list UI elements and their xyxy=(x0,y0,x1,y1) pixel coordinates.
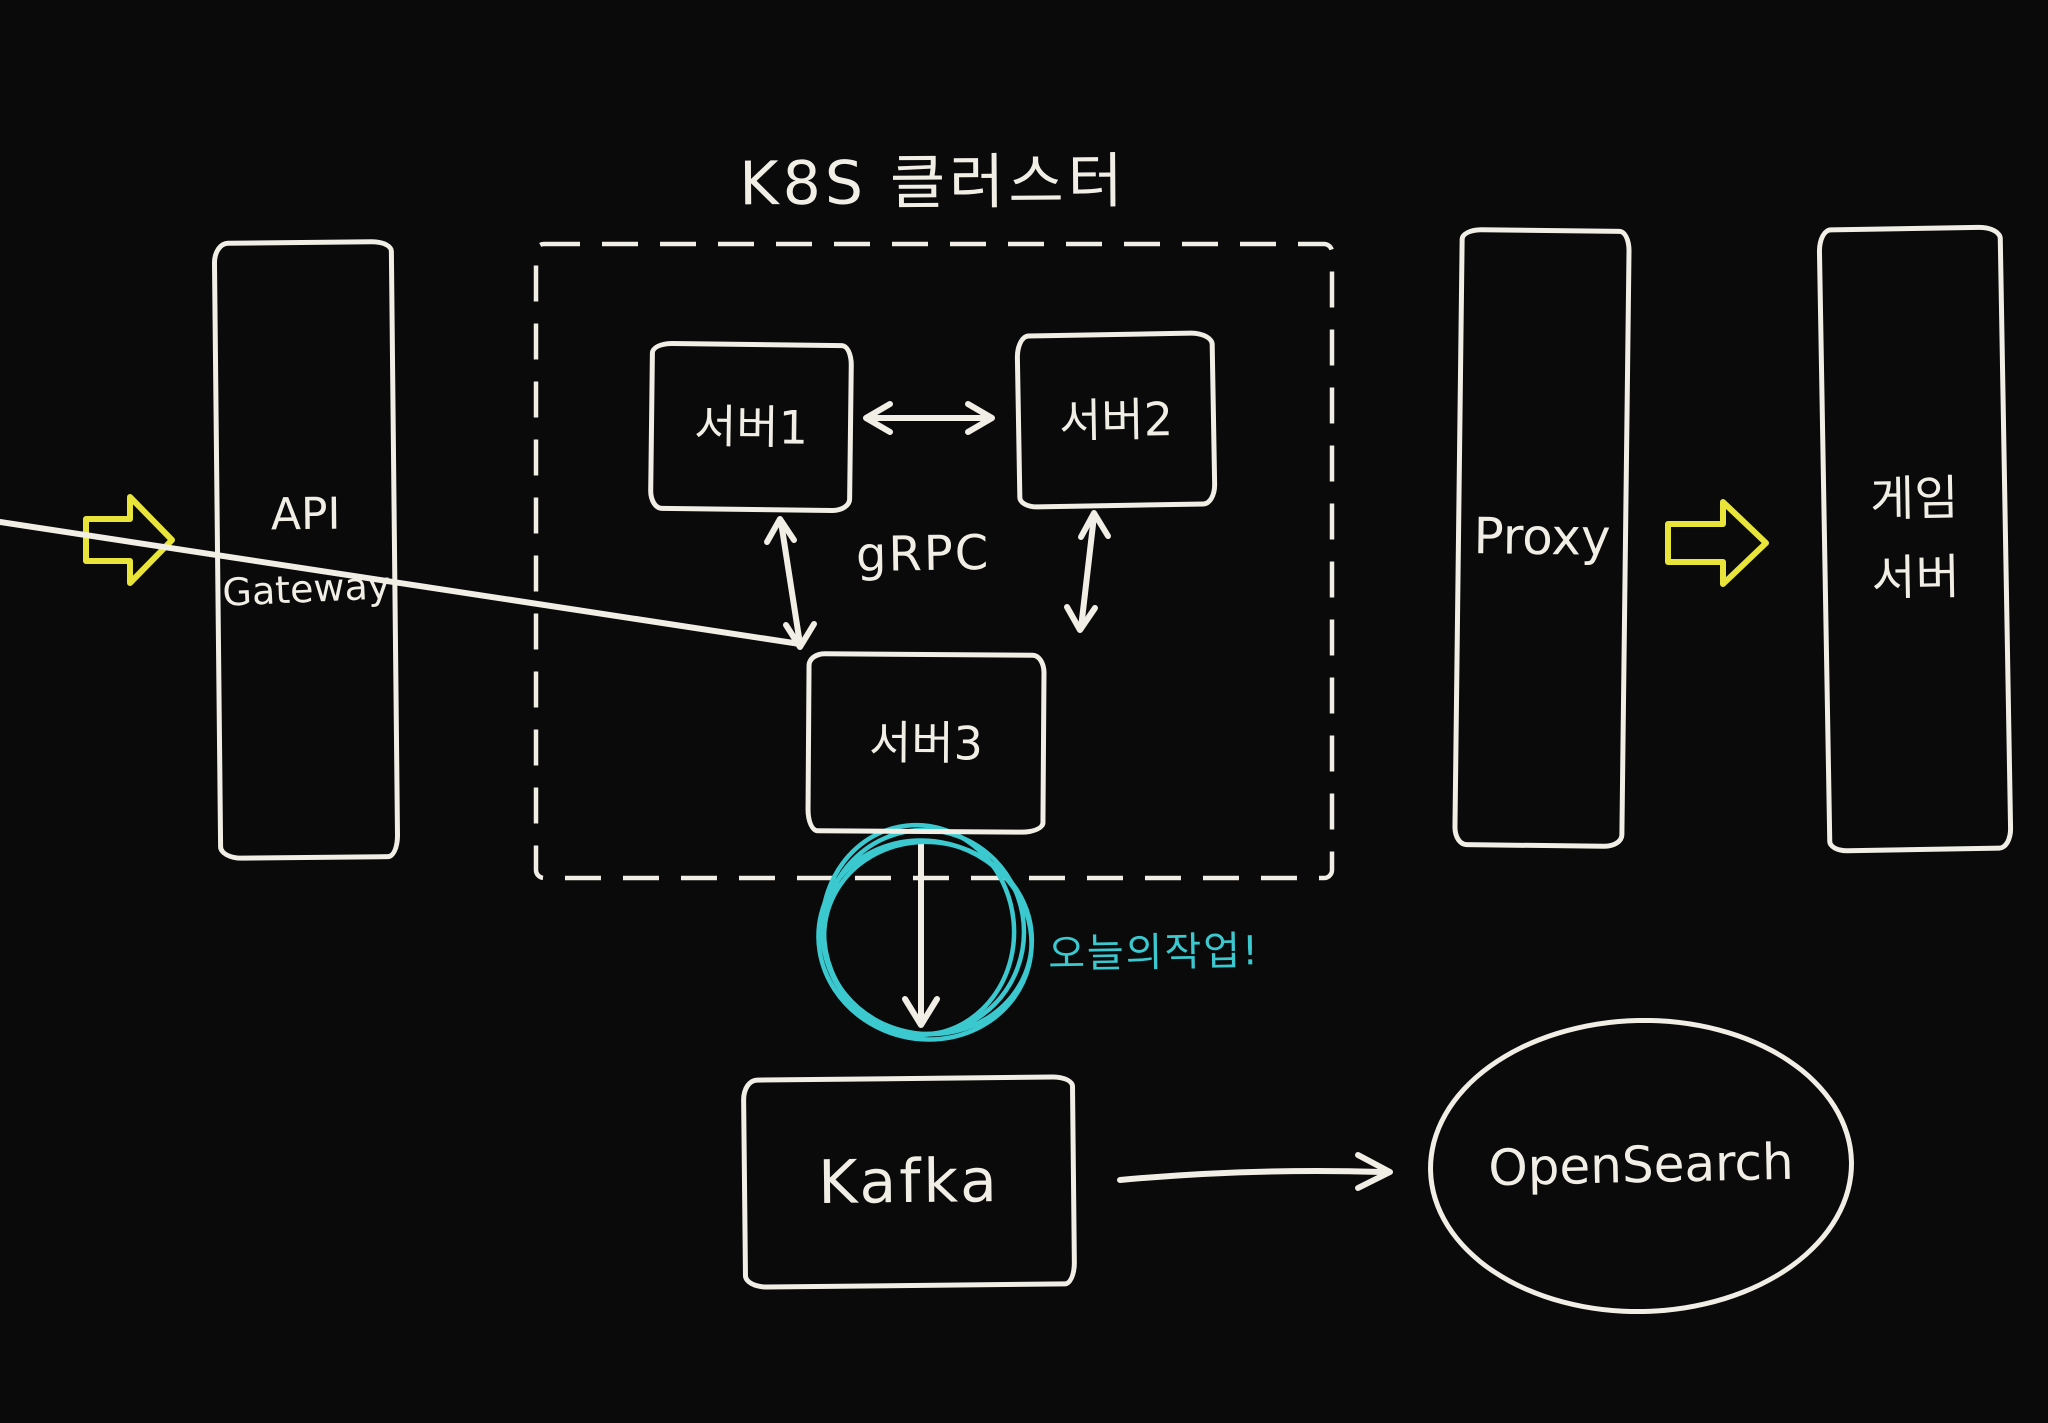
server3-label: 서버3 xyxy=(868,715,984,771)
api-gateway-node: API Gateway xyxy=(211,239,401,861)
proxy-label: Proxy xyxy=(1473,507,1611,568)
kafka-label: Kafka xyxy=(817,1145,1001,1218)
server2-label: 서버2 xyxy=(1058,391,1174,448)
highlight-circle xyxy=(816,822,1035,1042)
opensearch-label: OpenSearch xyxy=(1487,1133,1795,1198)
k8s-cluster-dashed-border xyxy=(533,241,1335,881)
server3-node: 서버3 xyxy=(805,651,1047,835)
proxy-node: Proxy xyxy=(1452,226,1632,850)
server1-server3-double-arrow xyxy=(0,516,817,650)
kafka-to-opensearch-arrow xyxy=(1117,1152,1393,1191)
server2-server3-double-arrow xyxy=(1064,510,1111,633)
server3-to-kafka-arrow xyxy=(902,839,940,1028)
game-server-node: 게임 서버 xyxy=(1816,224,2014,854)
inbound-yellow-arrow xyxy=(83,494,175,586)
server1-node: 서버1 xyxy=(647,340,855,514)
server2-node: 서버2 xyxy=(1014,330,1218,510)
todays-task-annotation: 오늘의작업! xyxy=(1047,928,1261,978)
api-gateway-label-line1: API xyxy=(270,488,341,541)
k8s-cluster-title: K8S 클러스터 xyxy=(739,146,1128,220)
server1-label: 서버1 xyxy=(693,399,809,455)
api-gateway-label-line2: Gateway xyxy=(221,563,392,615)
kafka-node: Kafka xyxy=(740,1074,1078,1290)
server1-server2-double-arrow xyxy=(863,401,995,435)
game-server-label-line2: 서버 xyxy=(1871,549,1961,607)
proxy-to-game-yellow-arrow xyxy=(1665,499,1769,587)
game-server-label-line1: 게임 xyxy=(1869,470,1959,528)
grpc-label: gRPC xyxy=(855,524,991,584)
